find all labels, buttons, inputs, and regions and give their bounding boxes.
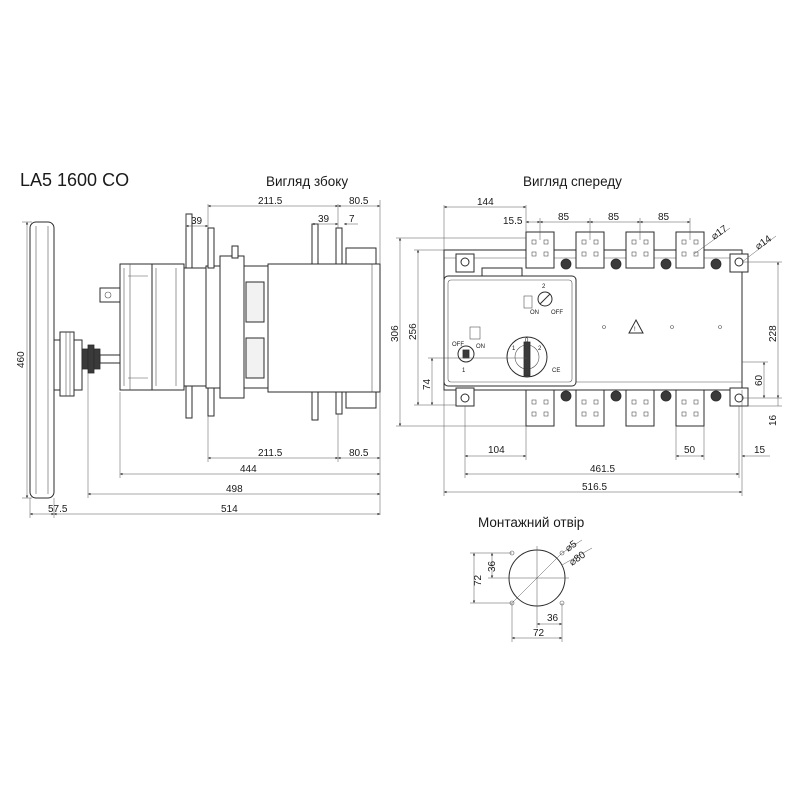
dim-74: 74 xyxy=(422,378,433,390)
dim-50: 50 xyxy=(684,445,696,456)
panel-two: 2 xyxy=(542,284,546,290)
dim-211-5-bottom: 211.5 xyxy=(258,448,283,459)
dim-80-5-top: 80.5 xyxy=(349,196,369,207)
dim-256: 256 xyxy=(408,323,419,340)
handle-bar xyxy=(29,221,55,499)
mounting-hole-view: 72 36 ⌀5 ⌀80 36 72 xyxy=(470,539,593,642)
panel-zero: 0 xyxy=(525,338,529,344)
panel-one: 1 xyxy=(462,368,466,374)
bottom-terminals xyxy=(525,389,722,427)
side-view-label: Вигляд збоку xyxy=(266,174,348,189)
dim-460: 460 xyxy=(16,351,27,368)
switch-body-side xyxy=(267,263,381,393)
mounting-hole-label: Монтажний отвір xyxy=(478,515,584,530)
svg-text:!: ! xyxy=(634,327,636,333)
dim-211-5-top: 211.5 xyxy=(258,196,283,207)
dim-144: 144 xyxy=(477,197,494,208)
product-title: LA5 1600 CO xyxy=(20,170,129,190)
panel-ce: CE xyxy=(552,368,560,374)
dim-516-5: 516.5 xyxy=(582,482,607,493)
panel-one-b: 1 xyxy=(512,346,516,352)
dim-498: 498 xyxy=(226,484,243,495)
side-view: 460 39 211.5 80.5 39 7 211.5 80.5 444 49… xyxy=(16,196,381,518)
dim-85-b: 85 xyxy=(608,212,620,223)
hole-dim-72-v: 72 xyxy=(473,574,484,586)
dim-dia17: ⌀17 xyxy=(709,223,730,242)
hole-dim-36-h: 36 xyxy=(547,613,559,624)
dim-57-5: 57.5 xyxy=(48,504,68,515)
dim-85-c: 85 xyxy=(658,212,670,223)
dim-461-5: 461.5 xyxy=(590,464,615,475)
dim-39-top-right: 39 xyxy=(318,214,330,225)
hole-dim-72-h: 72 xyxy=(533,628,545,639)
dim-16: 16 xyxy=(768,414,779,426)
dim-104: 104 xyxy=(488,445,505,456)
warning-icon xyxy=(628,318,644,334)
dim-60: 60 xyxy=(754,374,765,386)
dim-444: 444 xyxy=(240,464,257,475)
dim-306: 306 xyxy=(390,325,401,342)
dim-7: 7 xyxy=(349,214,355,225)
front-view: ON 2 OFF OFF ON 1 1 0 2 CE ! 144 15.5 xyxy=(390,197,782,496)
dim-15: 15 xyxy=(754,445,766,456)
dim-228: 228 xyxy=(768,325,779,342)
hole-dim-36-v: 36 xyxy=(487,560,498,572)
panel-on-b: ON xyxy=(476,344,485,350)
front-view-label: Вигляд спереду xyxy=(523,174,622,189)
panel-off-b: OFF xyxy=(551,310,563,316)
dim-dia14: ⌀14 xyxy=(753,233,774,252)
panel-off-a: OFF xyxy=(452,342,464,348)
dim-80-5-bottom: 80.5 xyxy=(349,448,369,459)
dim-15-5: 15.5 xyxy=(503,216,523,227)
dim-39-top-left: 39 xyxy=(191,216,203,227)
panel-on-a: ON xyxy=(530,310,539,316)
panel-two-b: 2 xyxy=(538,346,542,352)
dim-514: 514 xyxy=(221,504,238,515)
dim-85-a: 85 xyxy=(558,212,570,223)
